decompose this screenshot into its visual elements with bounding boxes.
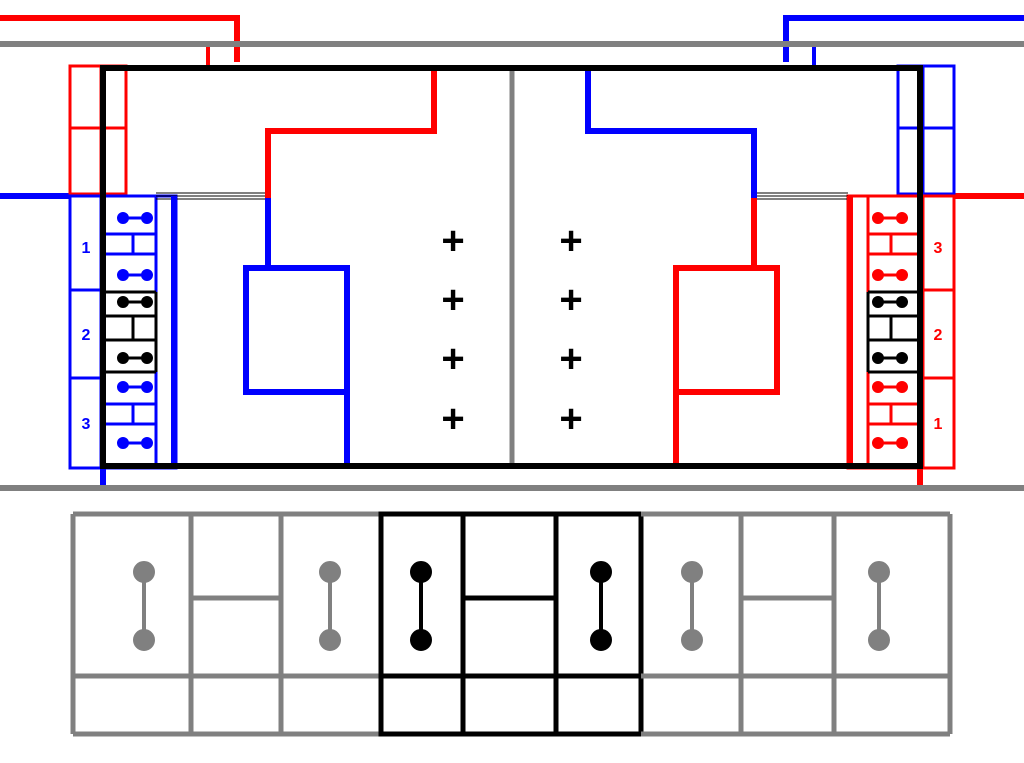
left-component-box bbox=[243, 265, 350, 395]
horizontal-pin-connector-icon bbox=[117, 269, 153, 281]
red-wire-inner-left bbox=[265, 68, 437, 198]
thin-bus-lines bbox=[156, 192, 848, 200]
plus-marker: + bbox=[559, 219, 582, 263]
blue-wire-inner-right bbox=[585, 68, 757, 198]
left-pin-connectors bbox=[117, 212, 153, 449]
horizontal-pin-connector-icon bbox=[117, 352, 153, 364]
bottom-pin-connectors bbox=[133, 561, 890, 651]
horizontal-pin-connector-icon bbox=[117, 381, 153, 393]
horizontal-pin-connector-icon bbox=[872, 437, 908, 449]
left-slot-labels: 1 2 3 bbox=[82, 240, 91, 433]
right-blue-upper-column bbox=[896, 64, 956, 196]
horizontal-pin-connector-icon bbox=[872, 296, 908, 308]
horizontal-pin-connector-icon bbox=[117, 212, 153, 224]
left-slot-black-block bbox=[101, 290, 158, 374]
plus-marker: + bbox=[441, 219, 464, 263]
bottom-group-right bbox=[641, 511, 953, 737]
horizontal-pin-connector-icon bbox=[117, 296, 153, 308]
plus-marker: + bbox=[559, 278, 582, 322]
plus-marker: + bbox=[559, 397, 582, 441]
left-slot-label: 1 bbox=[82, 240, 91, 257]
plus-marker: + bbox=[441, 337, 464, 381]
bottom-group-center bbox=[378, 511, 644, 737]
horizontal-pin-connector-icon bbox=[872, 212, 908, 224]
vertical-pin-connector-icon bbox=[681, 561, 703, 651]
horizontal-pin-connector-icon bbox=[117, 437, 153, 449]
vertical-pin-connector-icon bbox=[319, 561, 341, 651]
red-wire-top-left bbox=[0, 15, 240, 62]
left-red-upper-column bbox=[68, 64, 128, 196]
right-slot-label: 2 bbox=[934, 327, 943, 344]
inner-left-wiring bbox=[243, 68, 437, 466]
plus-marker: + bbox=[559, 337, 582, 381]
vertical-pin-connector-icon bbox=[590, 561, 612, 651]
bottom-group-left bbox=[70, 511, 383, 737]
right-slot-labels: 3 2 1 bbox=[934, 240, 943, 433]
plus-marker: + bbox=[441, 278, 464, 322]
vertical-pin-connector-icon bbox=[133, 561, 155, 651]
horizontal-pin-connector-icon bbox=[872, 269, 908, 281]
right-slot-black-block bbox=[866, 290, 923, 374]
plus-marker: + bbox=[441, 397, 464, 441]
bottom-strip bbox=[70, 511, 953, 737]
plus-markers: + + + + + + + + bbox=[441, 219, 582, 441]
right-slot-label: 3 bbox=[934, 240, 943, 257]
right-slot-label: 1 bbox=[934, 416, 943, 433]
right-pin-connectors bbox=[872, 212, 908, 449]
inner-right-wiring bbox=[585, 68, 780, 466]
left-slot-label: 2 bbox=[82, 327, 91, 344]
right-component-box bbox=[673, 265, 780, 395]
vertical-pin-connector-icon bbox=[868, 561, 890, 651]
top-wires bbox=[0, 15, 1024, 66]
blue-wire-top-right bbox=[783, 15, 1024, 62]
horizontal-pin-connector-icon bbox=[872, 381, 908, 393]
horizontal-pin-connector-icon bbox=[872, 352, 908, 364]
left-slot-label: 3 bbox=[82, 416, 91, 433]
main-frame bbox=[100, 65, 923, 469]
vertical-pin-connector-icon bbox=[410, 561, 432, 651]
